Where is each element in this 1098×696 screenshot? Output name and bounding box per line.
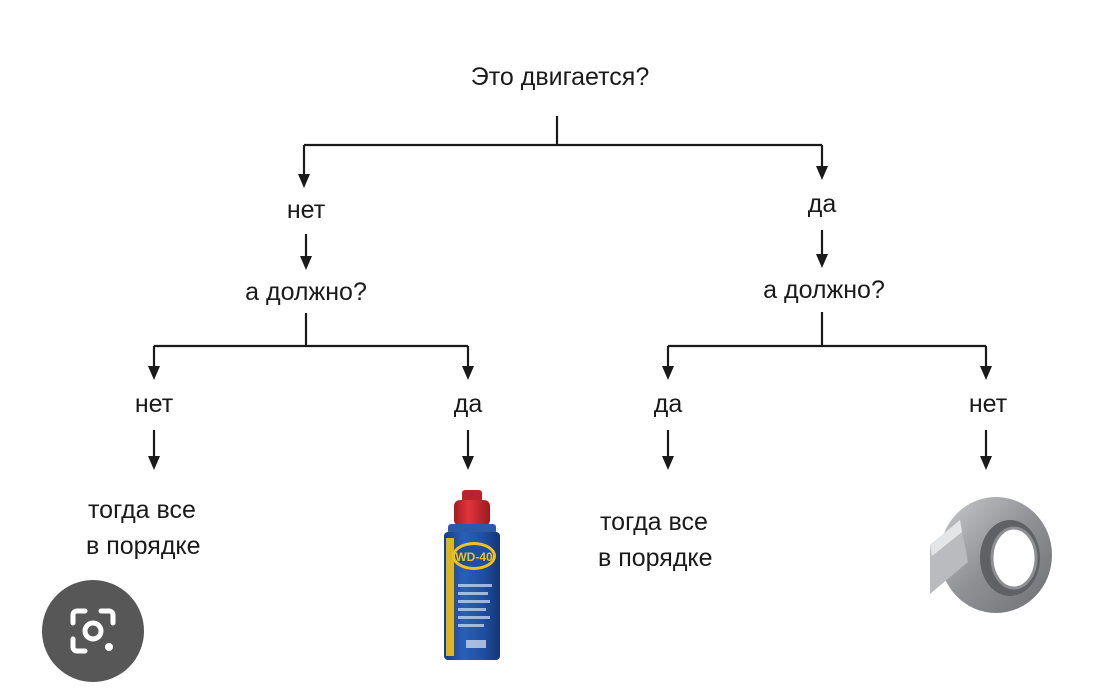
can-brand-text: WD-40 (455, 550, 493, 564)
wd40-can-image: WD-40 (444, 490, 500, 660)
left-result-line1: тогда все (88, 496, 196, 524)
root-connector (298, 116, 828, 188)
root-question: Это двигается? (471, 63, 649, 91)
duct-tape-image (930, 497, 1052, 613)
right-result-line1: тогда все (600, 508, 708, 536)
left-leaf-no: нет (135, 390, 174, 418)
right-leaf-no: нет (969, 390, 1008, 418)
right-arrow-to-question (816, 230, 828, 268)
visual-search-button[interactable] (42, 580, 144, 682)
left-question-connector (148, 313, 474, 380)
right-question-connector (662, 312, 992, 380)
can-yellow-stripe (446, 538, 454, 656)
tape-core-hole (992, 528, 1036, 588)
right-question: а должно? (763, 276, 885, 304)
leaf-result-arrows (148, 430, 992, 470)
google-lens-camera-icon (70, 608, 116, 654)
left-leaf-yes: да (454, 390, 483, 418)
right-result-line2: в порядке (598, 544, 713, 572)
right-answer-yes: да (808, 190, 837, 218)
left-result-line2: в порядке (86, 532, 201, 560)
can-shoulder (448, 524, 496, 534)
left-answer-no: нет (287, 196, 326, 224)
left-question: а должно? (245, 278, 367, 306)
left-arrow-to-question (300, 234, 312, 270)
can-cap (454, 500, 490, 526)
right-leaf-yes: да (654, 390, 683, 418)
